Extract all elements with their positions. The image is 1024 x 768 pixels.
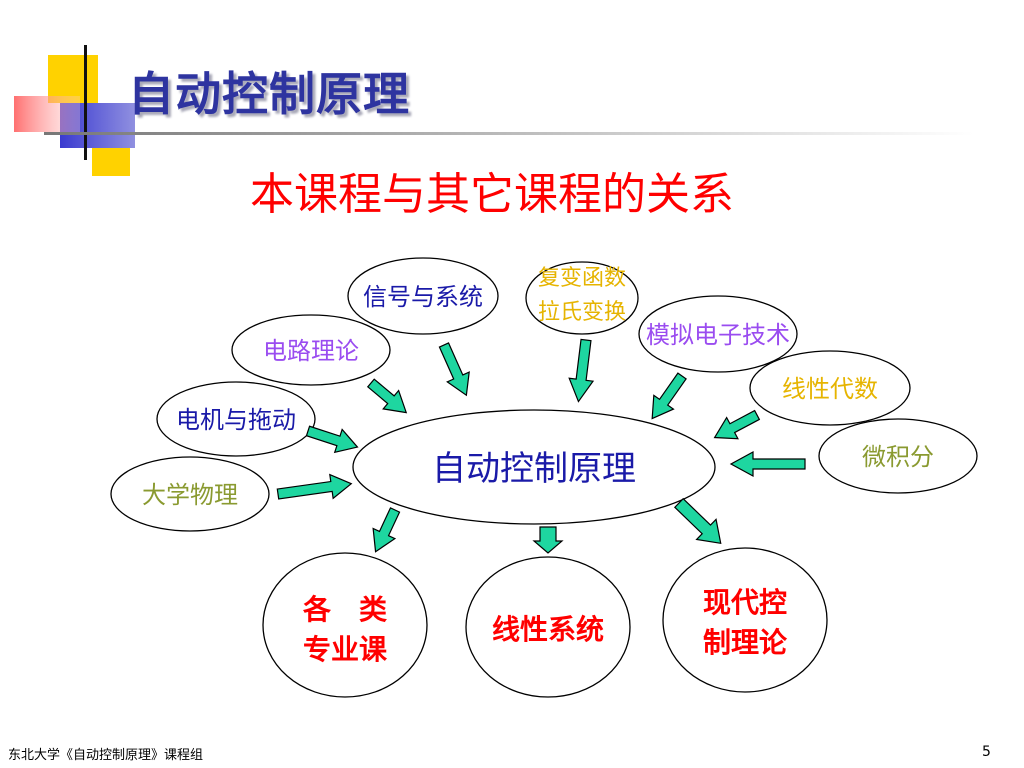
complex-label-2: 拉氏变换 [537, 300, 626, 325]
circuit-ellipse [231, 314, 391, 386]
complex-label-1: 复变函数 [537, 266, 626, 291]
arrow-circuit [366, 378, 408, 414]
physics-label: 大学物理 [142, 481, 238, 509]
complex-ellipse [525, 261, 639, 335]
modern-label-2: 制理论 [702, 626, 787, 659]
analog-label: 模拟电子技术 [646, 321, 790, 349]
arrow-linear-algebra [713, 409, 761, 440]
arrow-physics [276, 473, 353, 500]
decorative-logo [14, 45, 974, 176]
circuit-label: 电路理论 [263, 337, 359, 365]
arrow-signals [438, 342, 470, 397]
modern-label-1: 现代控 [702, 586, 787, 619]
arrow-to-linear-systems [532, 526, 564, 554]
modern-ellipse [662, 547, 828, 693]
page-title: 自动控制原理 [128, 67, 410, 121]
linear-systems-ellipse [465, 556, 631, 698]
majors-label-1: 各 类 [302, 593, 387, 626]
center-ellipse [352, 409, 716, 525]
motor-label: 电机与拖动 [176, 406, 296, 434]
arrow-motor [305, 425, 359, 454]
motor-ellipse [156, 381, 316, 457]
calculus-ellipse [818, 418, 978, 494]
signals-label: 信号与系统 [363, 283, 483, 311]
page-number: 5 [982, 744, 991, 760]
arrow-analog [651, 372, 687, 420]
majors-label-2: 专业课 [302, 633, 387, 666]
page-subtitle: 本课程与其它课程的关系 [250, 169, 734, 220]
linear-systems-label: 线性系统 [491, 613, 604, 646]
majors-ellipse [262, 552, 428, 698]
calculus-label: 微积分 [862, 443, 934, 471]
linear-algebra-label: 线性代数 [782, 375, 878, 403]
linear-algebra-ellipse [749, 350, 911, 426]
arrow-calculus [729, 450, 806, 478]
analog-ellipse [638, 295, 798, 373]
arrow-to-majors [372, 507, 401, 553]
footer-course-group: 东北大学《自动控制原理》课程组 [8, 748, 204, 763]
arrow-complex [568, 338, 595, 403]
physics-ellipse [110, 456, 270, 532]
center-label: 自动控制原理 [432, 449, 636, 489]
arrow-to-modern [673, 497, 722, 545]
signals-ellipse [347, 257, 499, 335]
